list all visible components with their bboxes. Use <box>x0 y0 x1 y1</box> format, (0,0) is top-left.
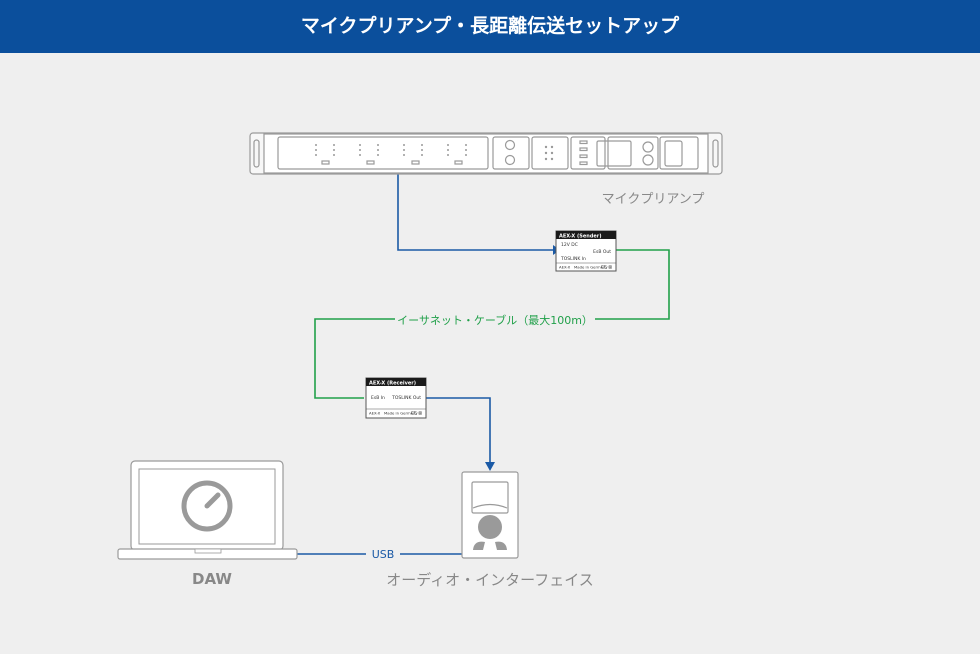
preamp-label: マイクプリアンプ <box>602 192 705 207</box>
audio-interface-device <box>461 471 519 559</box>
ethernet-cable-label: イーサネット・ケーブル（最大100m） <box>397 313 593 327</box>
sender-device: AEX-X (Sender) 12V DC EsB Out TOSLINK In… <box>555 230 617 272</box>
header-bar: マイクプリアンプ・長距離伝送セットアップ <box>0 0 980 53</box>
receiver-footer-a: AEX-X <box>369 411 381 416</box>
receiver-marks: CE ⊠ <box>411 411 422 417</box>
sender-port-in: TOSLINK In <box>560 256 586 262</box>
usb-cable-label: USB <box>372 548 395 561</box>
sender-title: AEX-X (Sender) <box>559 234 602 240</box>
receiver-device: AEX-X (Receiver) EsB In TOSLINK Out AEX-… <box>365 377 427 419</box>
cable-preamp-to-sender <box>397 172 553 251</box>
mic-preamp-device <box>249 132 723 175</box>
sender-port-dc: 12V DC <box>561 242 578 248</box>
page-title: マイクプリアンプ・長距離伝送セットアップ <box>300 15 680 37</box>
preamp-led-dots <box>315 144 554 161</box>
sender-marks: CE ⊠ <box>601 265 612 271</box>
arrow-to-interface <box>485 462 495 471</box>
interface-knob <box>478 515 502 539</box>
receiver-port-out: TOSLINK Out <box>391 395 421 401</box>
sender-footer-b: Made in Germany <box>574 265 608 270</box>
interface-label: オーディオ・インターフェイス <box>386 571 594 589</box>
receiver-port-in: EsB In <box>371 395 385 401</box>
setup-diagram: イーサネット・ケーブル（最大100m） USB <box>117 132 723 589</box>
receiver-footer-b: Made in Germany <box>384 411 418 416</box>
laptop-device <box>117 460 298 560</box>
cable-receiver-to-interface <box>425 397 491 462</box>
receiver-title: AEX-X (Receiver) <box>369 381 416 387</box>
daw-knob <box>181 480 233 532</box>
daw-label: DAW <box>192 570 232 588</box>
sender-port-out: EsB Out <box>593 249 611 255</box>
sender-footer-a: AEX-X <box>559 265 571 270</box>
